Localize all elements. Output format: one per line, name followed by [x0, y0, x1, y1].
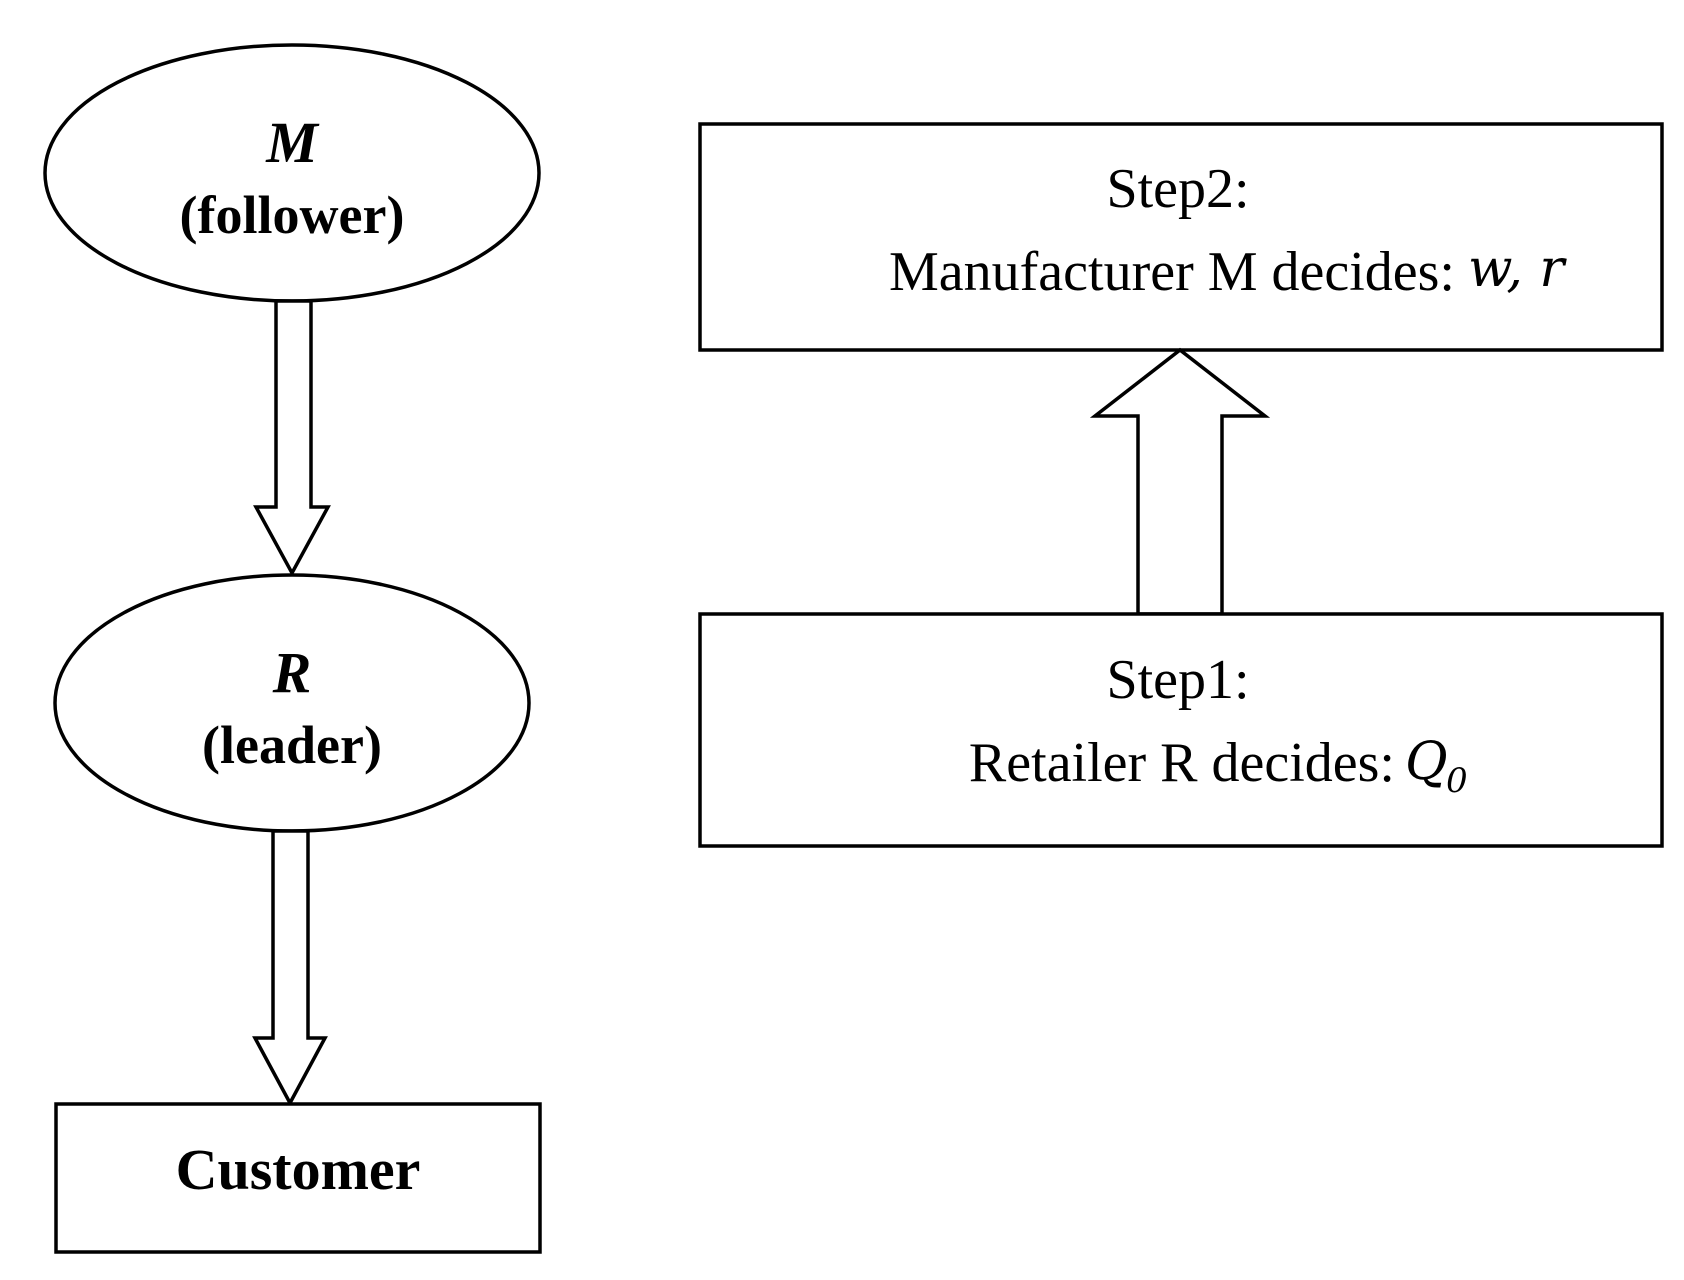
manufacturer-role: (follower) [180, 185, 405, 245]
step1-box [698, 612, 1664, 848]
retailer-symbol: R [272, 640, 312, 705]
step2-box [698, 122, 1664, 352]
step2-title: Step2: [1106, 158, 1249, 220]
arrow-m-to-r [253, 299, 331, 577]
customer-label: Customer [176, 1137, 421, 1202]
step1-var: Q [1405, 732, 1448, 792]
step1-title: Step1: [1106, 649, 1249, 711]
step1-text: Retailer R decides: [969, 732, 1395, 794]
retailer-role: (leader) [202, 715, 382, 775]
customer-node [54, 1102, 542, 1254]
arrow-r-to-customer [252, 829, 328, 1107]
step1-var-subscript: 0 [1446, 761, 1468, 801]
manufacturer-symbol: M [265, 110, 320, 175]
arrow-step1-to-step2 [1089, 347, 1271, 616]
step2-vars: w, r [1468, 239, 1567, 299]
step2-text: Manufacturer M decides: [889, 241, 1455, 303]
